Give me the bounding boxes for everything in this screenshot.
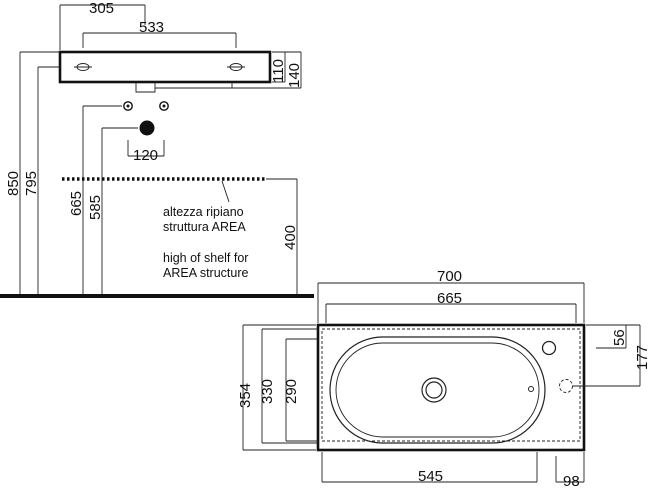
shelf-note-it-line1: altezza ripiano [163,205,244,219]
dim-177-label: 177 [634,345,650,370]
dim-400-lines [266,178,298,296]
dim-290-label: 290 [283,379,300,404]
dim-665-top-label: 665 [437,290,462,307]
dim-56-label: 56 [611,329,628,346]
dim-98-lines [555,452,585,483]
basin-top-dashed-outline [321,328,581,442]
wall-fixing-right [159,101,169,111]
shelf-note-en-line1: high of shelf for [163,251,248,265]
shelf-note-en-line2: AREA structure [163,266,248,280]
dim-533-label: 533 [139,19,164,36]
dim-700-lines [317,282,585,323]
bowl-inner [335,342,540,438]
dim-665-label: 665 [68,191,85,216]
tap-hole-right [227,63,245,71]
tap-hole-top-icon [541,340,557,356]
floor-line [0,294,314,298]
dim-330-label: 330 [259,379,276,404]
dim-56-177-lines [572,324,641,387]
dim-545-lines [321,452,538,483]
top-view: 700 665 354 330 290 [237,268,650,490]
dim-110-140-lines [232,51,302,89]
dim-795-label: 795 [23,171,40,196]
dim-533-lines [82,32,237,48]
dim-585-label: 585 [87,195,104,220]
dim-665-lines [325,303,577,323]
bowl-outer [329,336,546,444]
dim-305-lines [59,4,146,50]
tap-hole-left [74,63,92,71]
shelf-note-it-line2: struttura AREA [163,220,246,234]
dim-140-label: 140 [286,63,303,88]
bowl-drain-icon [421,377,447,403]
dim-545-label: 545 [418,468,443,485]
dim-700-label: 700 [437,268,462,285]
dim-110-label: 110 [270,59,287,83]
waste-outlet [135,82,156,93]
dim-120-lines [127,140,165,157]
dim-290-lines [285,338,318,442]
side-view: 305 533 110 140 120 [0,0,314,298]
drain-pipe-icon [139,120,155,136]
dim-354-label: 354 [237,383,254,408]
dim-354-lines [242,324,316,451]
wall-fixing-left [123,101,133,111]
basin-top-outline [316,323,586,452]
dim-305-label: 305 [89,0,114,17]
dim-330-lines [261,328,318,444]
dim-400-label: 400 [282,225,299,250]
dim-850-label: 850 [5,171,22,196]
overflow-icon [528,386,534,392]
tap-hole-optional-icon [559,379,573,393]
dim-vertical-lines [19,51,138,296]
dim-120-label: 120 [133,147,158,164]
shelf-leader [221,180,230,203]
dim-98-label: 98 [563,473,580,490]
